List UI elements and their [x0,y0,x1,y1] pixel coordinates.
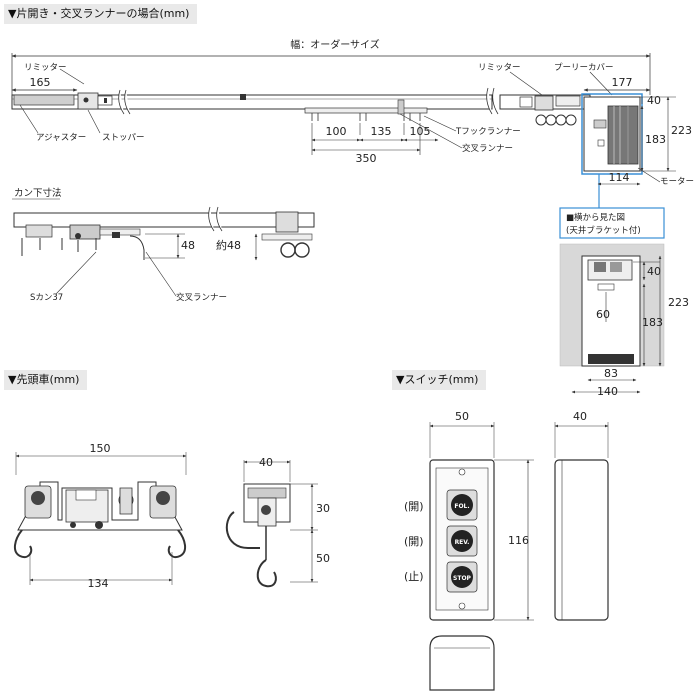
dim-approx-48: 約48 [216,238,241,252]
switch-btn-stop [451,566,473,588]
switch-label-stop: (止) [404,570,424,583]
side-dim-40: 40 [647,265,661,278]
switch-label-open-1: (開) [404,500,424,513]
pulley-cover-label: プーリーカバー [554,63,614,73]
switch-bottom-view [429,635,495,691]
switch-btn-3-label: STOP [453,575,472,582]
limiter-right-label: リミッター [478,63,521,73]
lead-dim-50: 50 [316,552,330,565]
side-dim-183: 183 [642,316,663,329]
dim-48: 48 [181,239,195,252]
switch-dim-40: 40 [573,410,587,423]
side-dim-140: 140 [597,385,618,398]
lead-car-diagram: 150 134 40 30 [14,442,330,590]
s-kan-label: Sカン37 [30,293,63,303]
dim-105: 105 [410,125,431,138]
kan-diagram: カン下寸法 48 約48 Sカン37 交叉ランナー [12,187,315,303]
switch-label-open-2: (開) [404,535,424,548]
switch-btn-2-label: REV. [455,539,470,546]
lead-dim-134: 134 [88,577,109,590]
dim-183-top: 183 [645,133,666,146]
switch-dim-50: 50 [455,410,469,423]
switch-side-plate [554,459,609,621]
side-view-title-1: ■横から見た図 [566,212,625,223]
switch-btn-reverse [451,530,473,552]
dim-100: 100 [326,125,347,138]
side-view-title-box [559,207,665,239]
side-dim-83: 83 [604,367,618,380]
dim-177: 177 [612,76,633,89]
adjuster-label: アジャスター [36,133,86,143]
kan-cross-runner-label: 交叉ランナー [176,292,227,303]
side-dim-60: 60 [596,308,610,321]
dim-114: 114 [609,171,630,184]
lead-car-section-header: ▼先頭車(mm) [4,370,88,390]
switch-dim-116: 116 [508,534,529,547]
side-view-title-2: (天井ブラケット付) [566,225,641,236]
switch-btn-forward [451,494,473,516]
main-section-header: ▼片開き・交叉ランナーの場合(mm) [4,4,198,24]
lead-dim-150: 150 [90,442,111,455]
stopper-label: ストッパー [102,133,145,143]
dim-40-top: 40 [647,94,661,107]
side-dim-223: 223 [668,296,689,309]
dim-350: 350 [356,152,377,165]
switch-section-header: ▼スイッチ(mm) [392,370,487,390]
dim-223-top: 223 [671,124,692,137]
lead-dim-30: 30 [316,502,330,515]
t-hook-runner-label: Tフックランナー [455,127,521,137]
dim-165: 165 [30,76,51,89]
side-view-diagram: ■横から見た図 (天井ブラケット付) 40 223 183 60 83 140 [559,207,689,398]
kan-title: カン下寸法 [14,187,62,199]
lead-dim-40: 40 [259,456,273,469]
limiter-left-label: リミッター [24,63,67,73]
width-label: 幅：オーダーサイズ [290,38,380,51]
cross-runner-label: 交叉ランナー [462,143,513,154]
motor-label: モーター [660,177,694,187]
switch-diagram: 50 FOL. REV. STOP (開) (開) (止) 116 40 [404,410,609,691]
top-rail-diagram: 幅：オーダーサイズ 165 リミッター 177 リミッター プーリーカバー アジ… [11,38,694,208]
dim-135: 135 [371,125,392,138]
switch-btn-1-label: FOL. [454,503,469,510]
